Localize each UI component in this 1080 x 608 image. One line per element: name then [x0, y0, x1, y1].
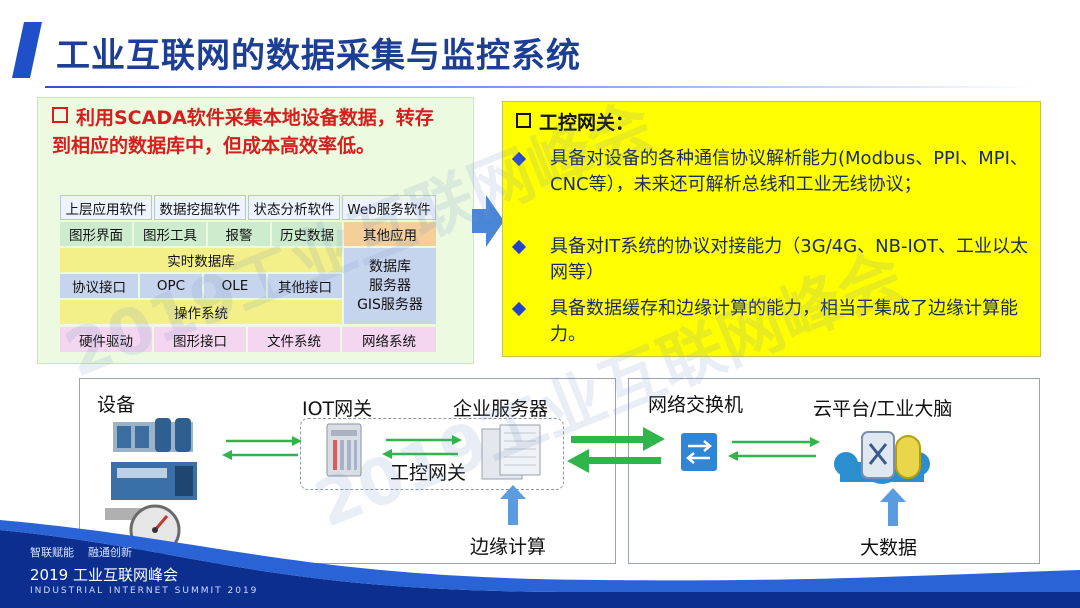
scada-heading: 利用SCADA软件采集本地设备数据，转存到相应的数据库中，但成本高效率低。 [52, 104, 452, 160]
gateway-bullet: 具备数据缓存和边缘计算的能力，相当于集成了边缘计算能力。 [511, 296, 1034, 348]
scada-heading-text: 利用SCADA软件采集本地设备数据，转存到相应的数据库中，但成本高效率低。 [52, 107, 434, 157]
network-switch-label: 网络交换机 [648, 394, 744, 416]
footer-wave [0, 520, 1080, 608]
stack-cell: 图形工具 [134, 222, 206, 246]
title-accent-icon [12, 22, 42, 78]
gateway-bullet-text: 具备对IT系统的协议对接能力（3G/4G、NB-IOT、工业以太网等） [550, 236, 1028, 283]
title-underline [45, 86, 1035, 88]
cloud-label: 云平台/工业大脑 [813, 398, 953, 420]
enterprise-server-label: 企业服务器 [453, 398, 549, 420]
bidirectional-arrow-icon [567, 427, 665, 473]
edge-computing-label: 边缘计算 [470, 536, 547, 558]
big-data-label: 大数据 [860, 537, 918, 559]
gateway-heading: 工控网关： [516, 108, 634, 135]
device-label: 设备 [97, 394, 136, 416]
stack-cell: 图形界面 [60, 222, 132, 246]
gateway-panel [502, 101, 1041, 357]
bidirectional-arrow-icon [728, 437, 820, 461]
ics-gateway-label: 工控网关 [390, 462, 467, 484]
stack-cell: 数据挖掘软件 [154, 195, 246, 220]
cloud-box [628, 378, 1040, 564]
stack-cell: OPC [140, 274, 202, 298]
diamond-bullet-icon [511, 239, 527, 255]
iot-gateway-icon [326, 423, 362, 477]
stack-cell: 网络系统 [342, 327, 436, 352]
server-rack-icon [481, 424, 541, 480]
gateway-bullet: 具备对IT系统的协议对接能力（3G/4G、NB-IOT、工业以太网等） [511, 234, 1034, 286]
right-arrow-icon [472, 195, 504, 247]
scada-stack: 上层应用软件 数据挖掘软件 状态分析软件 Web服务软件 图形界面 图形工具 报… [60, 195, 436, 353]
gateway-bullet-text: 具备对设备的各种通信协议解析能力(Modbus、PPI、MPI、CNC等），未来… [550, 148, 1028, 195]
footer-event: 2019 工业互联网峰会 [30, 566, 178, 584]
checkbox-bullet-icon [516, 113, 531, 128]
stack-cell: OLE [204, 274, 266, 298]
stack-cell: 上层应用软件 [60, 195, 152, 220]
stack-cell: 报警 [208, 222, 270, 246]
footer-event-en: INDUSTRIAL INTERNET SUMMIT 2019 [30, 586, 259, 596]
stack-cell: 操作系统 [60, 300, 342, 324]
up-arrow-icon [880, 488, 906, 526]
cloud-platform-icon [834, 431, 930, 484]
checkbox-bullet-icon [52, 107, 68, 123]
stack-cell: Web服务软件 [342, 195, 436, 220]
gateway-bullet: 具备对设备的各种通信协议解析能力(Modbus、PPI、MPI、CNC等），未来… [511, 146, 1034, 198]
bidirectional-arrow-icon [222, 436, 302, 460]
stack-cell: 数据库 服务器 GIS服务器 [344, 248, 436, 324]
stack-cell: 其他应用 [344, 222, 436, 246]
stack-cell: 图形接口 [154, 327, 246, 352]
page-title: 工业互联网的数据采集与监控系统 [56, 36, 581, 76]
diamond-bullet-icon [511, 301, 527, 317]
bidirectional-arrow-icon [382, 435, 462, 459]
stack-cell: 硬件驱动 [60, 327, 152, 352]
gateway-group [300, 418, 564, 490]
iot-gateway-label: IOT网关 [302, 398, 373, 420]
stack-cell: 文件系统 [248, 327, 340, 352]
up-arrow-icon [500, 485, 526, 525]
network-switch-icon [681, 433, 717, 471]
gateway-bullet-text: 具备数据缓存和边缘计算的能力，相当于集成了边缘计算能力。 [550, 298, 1018, 345]
gateway-heading-text: 工控网关： [539, 112, 635, 134]
stack-cell: 状态分析软件 [248, 195, 340, 220]
footer-slogan: 智联赋能 融通创新 [30, 546, 132, 559]
stack-cell: 其他接口 [268, 274, 342, 298]
industrial-equipment-icon [105, 418, 197, 556]
stack-cell: 实时数据库 [60, 248, 342, 272]
stack-cell: 协议接口 [60, 274, 138, 298]
stack-cell: 历史数据 [272, 222, 342, 246]
